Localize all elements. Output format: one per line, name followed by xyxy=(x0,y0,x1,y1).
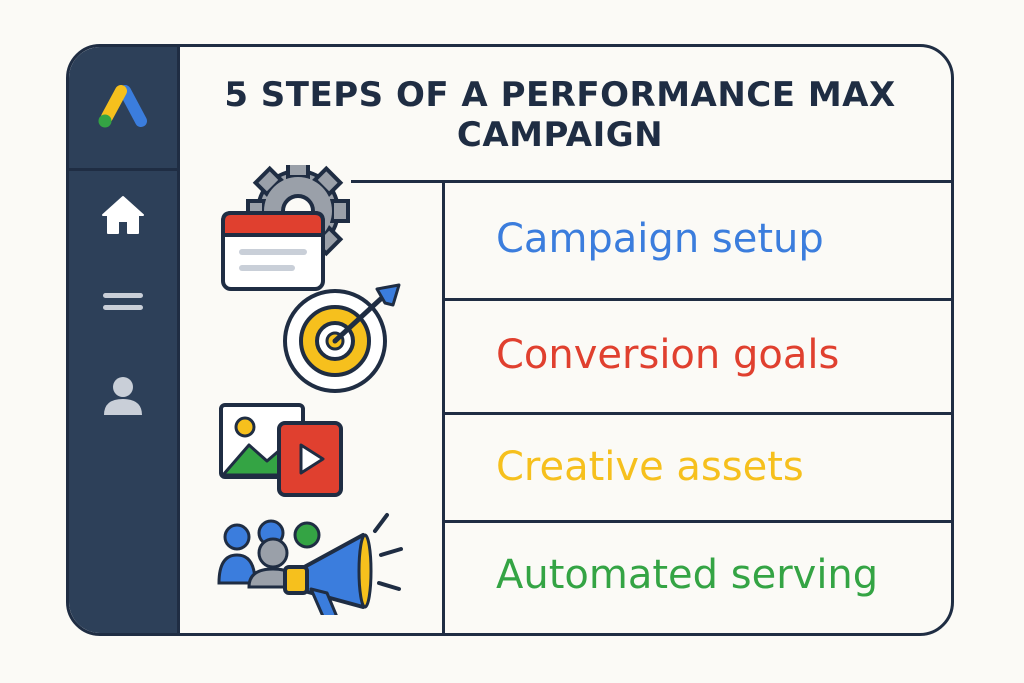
page-title: 5 STEPS OF A PERFORMANCE MAX CAMPAIGN xyxy=(180,75,940,155)
table-column-divider xyxy=(442,180,445,633)
title-line-1: 5 STEPS OF A PERFORMANCE MAX xyxy=(224,75,896,115)
row-divider-2 xyxy=(445,412,951,415)
sidebar xyxy=(69,47,180,633)
title-line-2: CAMPAIGN xyxy=(456,115,664,155)
step-automated-serving: Automated serving xyxy=(496,552,879,598)
step-campaign-setup: Campaign setup xyxy=(496,216,824,262)
google-ads-logo-icon[interactable] xyxy=(69,85,177,133)
target-arrow-icon xyxy=(281,283,409,399)
step-creative-assets: Creative assets xyxy=(496,444,804,490)
audience-megaphone-icon xyxy=(215,503,411,623)
infographic-card: 5 STEPS OF A PERFORMANCE MAX CAMPAIGN Ca… xyxy=(66,44,954,636)
home-icon[interactable] xyxy=(69,195,177,235)
sidebar-divider xyxy=(69,168,177,171)
settings-window-icon xyxy=(215,159,350,301)
row-divider-3 xyxy=(445,520,951,523)
user-icon[interactable] xyxy=(69,375,177,417)
image-video-icon xyxy=(215,399,345,509)
step-conversion-goals: Conversion goals xyxy=(496,332,840,378)
menu-icon[interactable] xyxy=(69,290,177,314)
row-divider-1 xyxy=(445,298,951,301)
table-top-border xyxy=(351,180,951,183)
